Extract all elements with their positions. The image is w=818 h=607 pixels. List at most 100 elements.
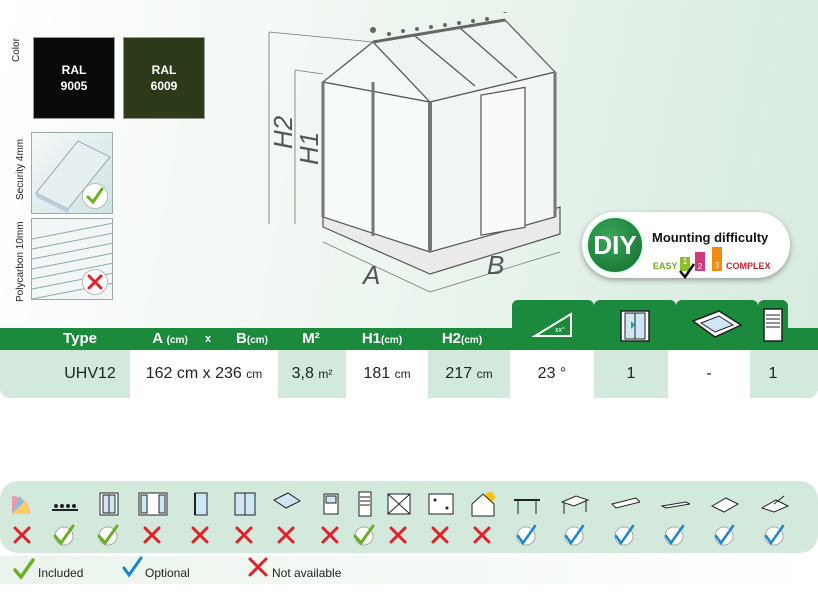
b-header-unit: (cm) — [246, 335, 268, 346]
h2-unit: cm — [476, 367, 493, 381]
door-icon — [620, 310, 650, 342]
material-security-glass — [31, 132, 113, 214]
optional-check-icon — [613, 524, 637, 548]
h2-value: 217 — [445, 365, 473, 382]
vent-header — [758, 300, 788, 350]
legend-included: Included — [38, 566, 84, 580]
cross-icon — [141, 524, 165, 548]
m2-unit: m² — [318, 367, 333, 381]
dims-cell: 162 cm x 236 cm — [130, 350, 278, 398]
swatch-line2: 9005 — [60, 79, 88, 93]
frame-window-icon — [384, 490, 414, 518]
flat-shelf-icon — [660, 490, 690, 518]
double-sliding-door-icon — [138, 490, 168, 518]
m2-header: M² — [302, 330, 320, 347]
cross-icon — [387, 524, 411, 548]
angle-cell: 23 ° — [510, 350, 594, 398]
sliding-door-icon — [94, 490, 124, 518]
material-label-security: Security 4mm — [15, 138, 26, 200]
difficulty-level-1: 1 — [680, 257, 690, 271]
roof-windows-cell: - — [668, 350, 750, 398]
color-fan-icon — [8, 490, 38, 518]
difficulty-complex-label: COMPLEX — [726, 261, 771, 271]
louvre-vent-icon — [350, 490, 380, 518]
swatch-line1: RAL — [151, 63, 177, 77]
planter-tray-icon — [610, 490, 640, 518]
h1-cell: 181 cm — [346, 350, 428, 398]
difficulty-easy-label: EASY — [653, 261, 678, 271]
louvre-vent-icon — [763, 308, 783, 342]
check-icon — [82, 183, 108, 209]
optional-check-icon — [515, 524, 539, 548]
swatch-ral-6009[interactable]: RAL 6009 — [123, 37, 205, 119]
diy-badge: DIY — [586, 216, 644, 274]
h1-label: H1 — [294, 132, 324, 165]
b-label: B — [487, 250, 504, 280]
hinged-door-icon — [186, 490, 216, 518]
m2-cell: 3,8 m² — [278, 350, 346, 398]
cross-icon — [189, 524, 213, 548]
dims-value: 162 cm x 236 — [145, 365, 242, 382]
swatch-line1: RAL — [61, 63, 87, 77]
h2-label: H2 — [268, 115, 298, 149]
doors-header — [594, 300, 676, 350]
legend-not-available: Not available — [272, 566, 342, 580]
m2-value: 3,8 — [291, 365, 314, 382]
difficulty-level-2: 2 — [695, 252, 705, 271]
difficulty-check-icon — [679, 263, 696, 280]
cross-icon — [319, 524, 343, 548]
angle-icon-text: xx° — [555, 326, 565, 334]
cross-icon — [233, 524, 257, 548]
optional-check-icon — [663, 524, 687, 548]
double-hinged-door-icon — [230, 490, 260, 518]
seed-tray-icon — [710, 490, 740, 518]
check-icon — [53, 524, 77, 548]
h2-header: H2(cm) — [428, 328, 496, 350]
roof-window-header — [676, 300, 758, 350]
material-polycarbon — [31, 218, 113, 300]
cross-icon — [471, 524, 495, 548]
material-label-polycarbon: Polycarbon 10mm — [15, 221, 26, 302]
roof-crest-icon — [50, 490, 80, 518]
legend-optional: Optional — [145, 566, 190, 580]
included-check-icon — [13, 558, 35, 580]
h1-unit: cm — [394, 367, 411, 381]
color-label: Color — [11, 38, 22, 62]
legend — [0, 556, 818, 584]
cross-icon — [429, 524, 453, 548]
dims-unit: cm — [246, 367, 263, 381]
shelf-rack-icon — [512, 490, 542, 518]
h2-header-unit: (cm) — [461, 335, 483, 346]
mounting-difficulty-title: Mounting difficulty — [652, 230, 769, 245]
cross-icon — [11, 524, 35, 548]
heated-greenhouse-icon — [468, 490, 498, 518]
roof-window-icon — [272, 490, 302, 518]
a-header-unit: (cm) — [166, 335, 188, 346]
h1-header-text: H1 — [361, 330, 382, 347]
staging-table-icon — [560, 490, 590, 518]
check-icon — [97, 524, 121, 548]
b-header-text: B — [236, 330, 247, 347]
optional-check-icon — [713, 524, 737, 548]
doors-cell: 1 — [626, 365, 636, 382]
optional-check-icon — [763, 524, 787, 548]
glass-pane-icon — [35, 140, 111, 213]
type-header: Type — [63, 330, 97, 347]
vents-cell: 1 — [768, 365, 778, 382]
not-available-cross-icon — [248, 557, 268, 577]
auto-opener-icon — [426, 490, 456, 518]
swatch-line2: 6009 — [150, 79, 178, 93]
side-window-icon — [316, 490, 346, 518]
greenhouse-diagram: H2 H1 A B — [268, 12, 561, 293]
optional-check-icon — [122, 556, 143, 578]
roof-angle-icon: xx° — [531, 312, 572, 337]
h1-header: H1(cm) — [348, 328, 416, 350]
swatch-ral-9005[interactable]: RAL 9005 — [33, 37, 115, 119]
a-label: A — [361, 260, 380, 290]
h1-header-unit: (cm) — [381, 335, 403, 346]
h2-header-text: H2 — [441, 330, 462, 347]
x-header: x — [204, 333, 212, 345]
a-header: A (cm) — [140, 328, 200, 350]
gutter-icon — [760, 490, 790, 518]
type-cell: UHV12 — [64, 365, 116, 382]
